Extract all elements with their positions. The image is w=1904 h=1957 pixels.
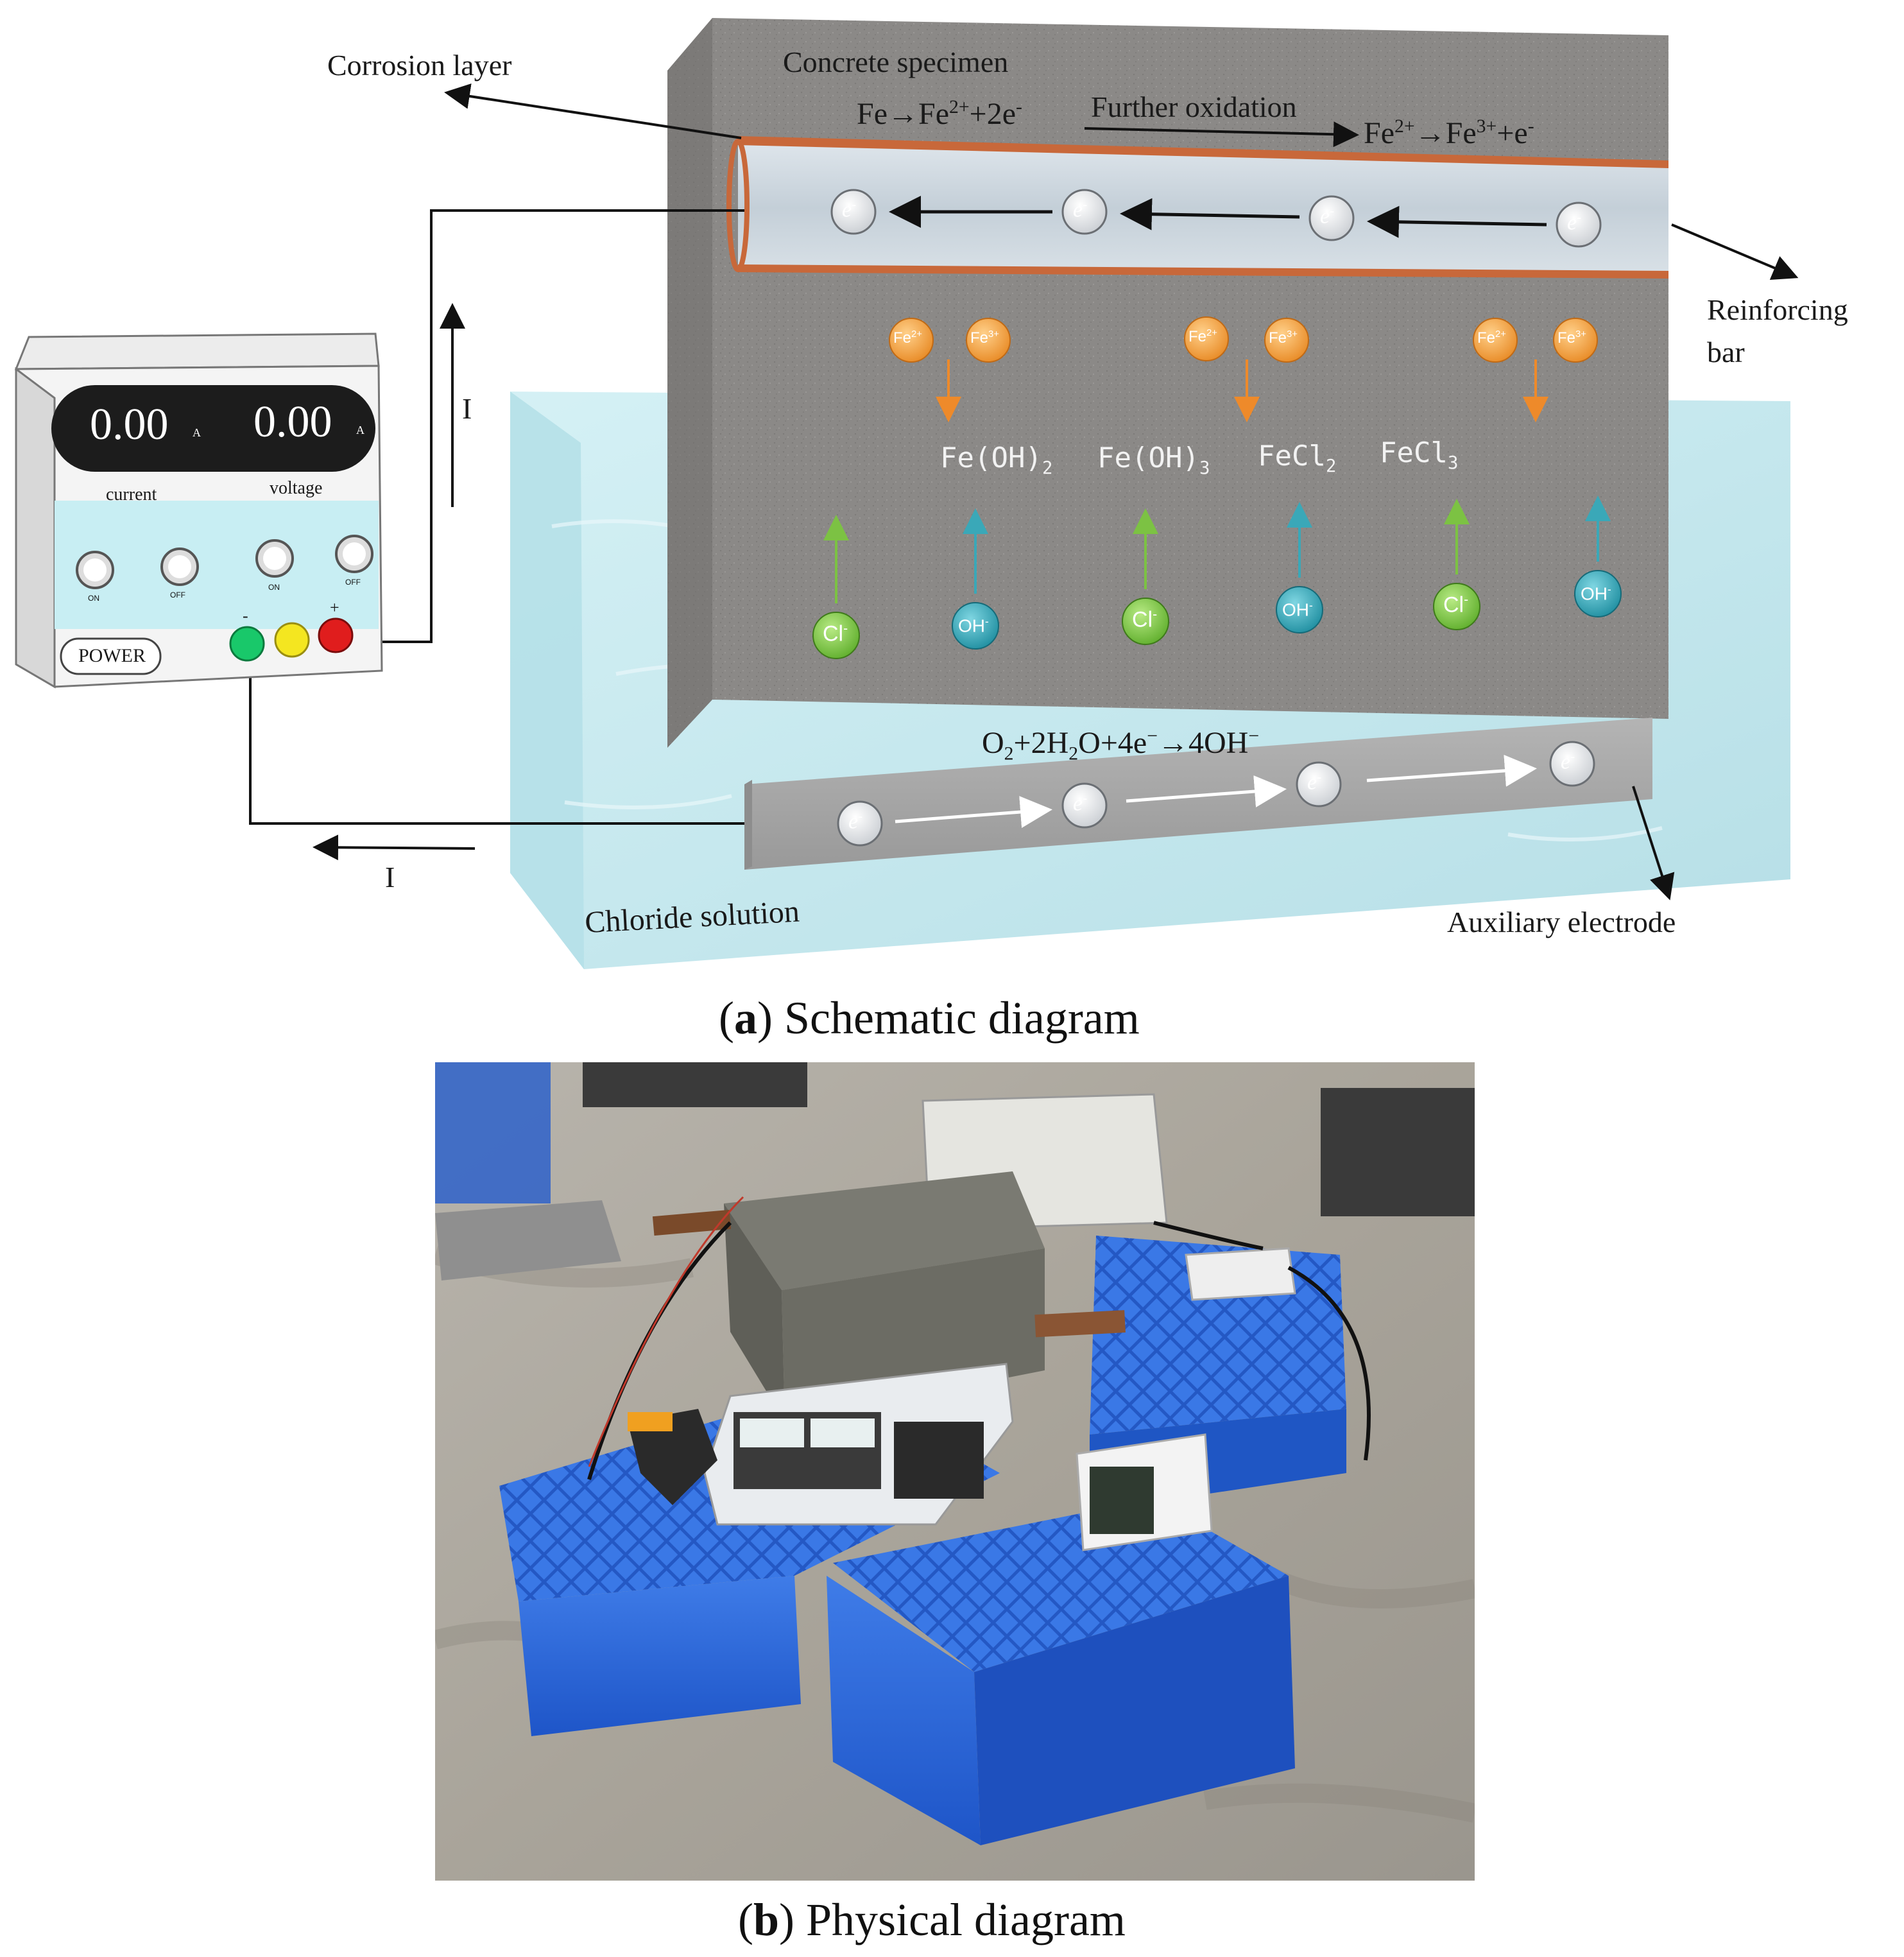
current-label-left: I <box>385 861 395 893</box>
wire-positive <box>359 209 744 643</box>
voltage-reading: 0.00 <box>253 397 332 447</box>
electron-label: e- <box>1073 196 1088 222</box>
auxiliary-electrode-leader <box>1632 786 1675 901</box>
electron-label: e- <box>1073 790 1088 816</box>
power-supply <box>14 332 383 689</box>
electron-label: e- <box>1320 203 1335 228</box>
on-label-2: ON <box>268 583 280 592</box>
voltage-label: voltage <box>270 478 323 498</box>
auxiliary-electrode <box>744 718 1652 870</box>
electron-label: e- <box>842 196 857 222</box>
current-reading: 0.00 <box>90 400 169 449</box>
fe3-ion <box>966 318 1011 363</box>
electron-label: e- <box>1561 748 1575 774</box>
electron-row-rebar <box>830 189 1602 248</box>
current-unit: A <box>193 426 201 439</box>
electron-2 <box>1061 189 1108 235</box>
product-fecl2: FeCl2 <box>1258 440 1337 476</box>
display-panel <box>51 385 375 472</box>
fe3-label: Fe3+ <box>1269 329 1298 347</box>
terminal-common <box>274 622 310 658</box>
caption-a: (a) Schematic diagram <box>719 992 1140 1044</box>
reinforcing-bar <box>726 136 1668 279</box>
physical-photo <box>435 1062 1475 1881</box>
electron-6 <box>1061 782 1108 829</box>
schematic-diagram <box>14 18 1799 969</box>
corrosion-layer-top <box>738 136 1668 168</box>
off-label-1: OFF <box>170 591 185 599</box>
power-button <box>60 637 162 675</box>
knobs <box>76 535 373 589</box>
electron-label: e- <box>1567 209 1582 235</box>
fe2-ion <box>1184 316 1229 361</box>
fe3-label: Fe3+ <box>970 329 999 347</box>
fe2-label: Fe2+ <box>1188 328 1217 345</box>
current-arrow-left <box>313 834 476 861</box>
concrete-specimen-label: Concrete specimen <box>783 46 1009 78</box>
cl-ion <box>812 612 860 659</box>
off-label-2: OFF <box>345 578 361 587</box>
product-fecl3: FeCl3 <box>1380 436 1459 473</box>
terminal-negative <box>229 626 265 662</box>
fe2-ion <box>889 318 934 363</box>
product-feoh3: Fe(OH)3 <box>1097 442 1210 478</box>
fe2-label: Fe2+ <box>893 329 922 347</box>
cl-ion <box>1122 598 1169 645</box>
cl-oh-ions <box>812 496 1622 659</box>
on-label-1: ON <box>88 594 99 603</box>
cathodic-reaction: O2+2H2O+4e−→4OH− <box>982 725 1260 764</box>
fe2-label: Fe2+ <box>1477 329 1506 347</box>
oh-label: OH- <box>958 615 989 636</box>
fe3-label: Fe3+ <box>1557 329 1586 347</box>
electron-label: e- <box>1307 769 1322 795</box>
oh-ion <box>952 602 999 650</box>
corrosion-layer-leader <box>444 83 742 139</box>
caption-b: (b) Physical diagram <box>738 1894 1126 1945</box>
minus-label: - <box>243 607 248 625</box>
anodic-reaction-1: Fe→Fe2++2e- <box>857 96 1022 131</box>
anodic-reaction-2: Fe2+→Fe3++e- <box>1364 116 1534 150</box>
electron-7 <box>1296 761 1342 807</box>
current-label: current <box>106 485 157 504</box>
oh-label: OH- <box>1581 583 1611 604</box>
corrosion-layer-label: Corrosion layer <box>327 49 512 82</box>
further-oxidation-arrow <box>1084 121 1359 148</box>
fe3-ion <box>1264 318 1309 363</box>
oh-ion <box>1574 570 1622 617</box>
power-label: POWER <box>78 645 146 666</box>
electron-3 <box>1308 195 1355 241</box>
cl-ion <box>1433 583 1480 630</box>
wire-negative <box>249 658 744 825</box>
electron-4 <box>1556 202 1602 248</box>
fe3-ion <box>1553 318 1598 363</box>
fe2-ion <box>1473 318 1518 363</box>
electron-8 <box>1549 741 1595 787</box>
electron-row-electrode <box>837 741 1595 847</box>
cl-label: Cl- <box>1132 607 1158 632</box>
electron-1 <box>830 189 877 235</box>
oh-ion <box>1276 586 1323 634</box>
further-oxidation-label: Further oxidation <box>1091 91 1297 123</box>
fe-ion-pairs <box>889 316 1598 422</box>
product-feoh2: Fe(OH)2 <box>940 442 1053 478</box>
electron-5 <box>837 800 883 847</box>
cl-label: Cl- <box>1443 592 1469 617</box>
reinforcing-bar-leader <box>1671 223 1799 280</box>
oh-label: OH- <box>1282 599 1313 620</box>
cl-label: Cl- <box>823 621 848 646</box>
voltage-unit: A <box>356 424 365 436</box>
plus-label: + <box>330 598 339 617</box>
corrosion-layer-bottom <box>738 264 1668 279</box>
terminal-positive <box>318 617 354 653</box>
current-label-up: I <box>462 392 472 425</box>
electron-label: e- <box>848 808 863 834</box>
auxiliary-electrode-label: Auxiliary electrode <box>1447 906 1676 938</box>
